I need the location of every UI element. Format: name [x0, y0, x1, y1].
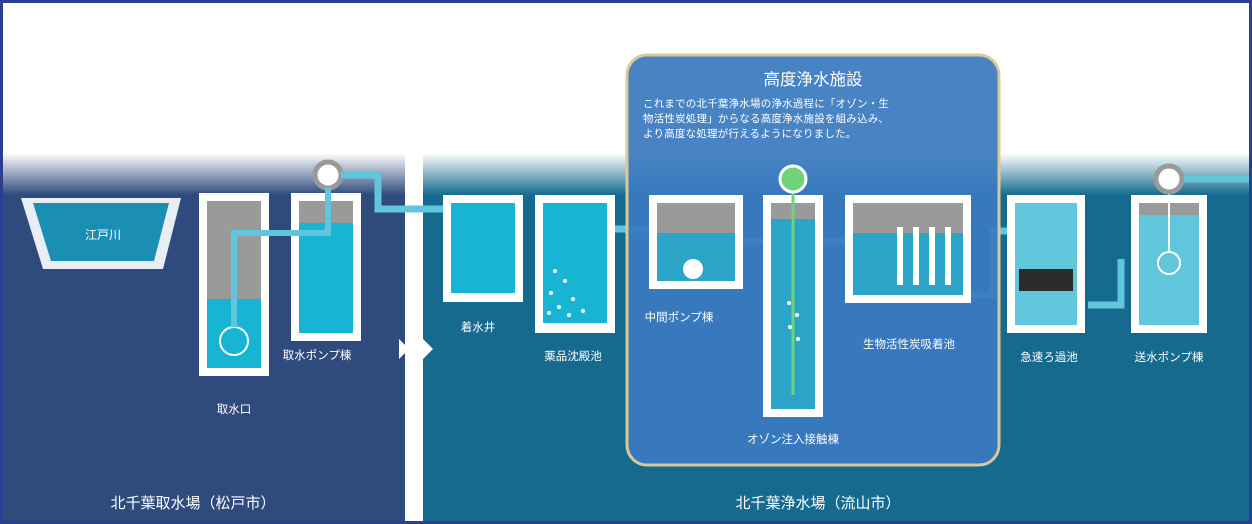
plant-title: 北千葉浄水場（流山市）: [735, 494, 900, 512]
divider-arrow-left: [399, 339, 409, 359]
distribution-pump-valve-icon: [1153, 163, 1185, 195]
ozone-bubble: [796, 337, 800, 341]
rapid-filter-label: 急速ろ過池: [1020, 350, 1078, 364]
sediment-particle: [549, 291, 553, 295]
bio-carbon-water: [853, 233, 963, 295]
ozone-generator-icon: [778, 164, 808, 194]
sediment-particle: [581, 309, 585, 313]
sediment-particle: [547, 311, 551, 315]
carbon-filter-column: [897, 227, 903, 285]
carbon-filter-column: [945, 227, 951, 285]
sedimentation-water: [543, 203, 607, 323]
bio-carbon-label: 生物活性炭吸着池: [863, 337, 955, 351]
intake-pump-valve-icon: [312, 159, 344, 191]
river-water: [33, 203, 169, 261]
ozone-bubble: [788, 325, 792, 329]
ozone-contact-label: オゾン注入接触棟: [747, 432, 839, 446]
intermediate-pump-label: 中間ポンプ棟: [645, 310, 714, 324]
description-line: これまでの北千葉浄水場の浄水過程に「オゾン・生: [643, 98, 890, 110]
distribution-pump-label: 送水ポンプ棟: [1135, 350, 1204, 364]
bio-carbon-air: [853, 203, 963, 233]
advanced-treatment-title: 高度浄水施設: [764, 70, 863, 89]
water-treatment-diagram: 江戸川 取水口 取水ポンプ棟 着水井 薬品沈殿池 高度浄水施設 中間ポンプ棟: [3, 53, 1249, 521]
receiving-well-label: 着水井: [461, 320, 496, 334]
intake-station-title: 北千葉取水場（松戸市）: [110, 494, 275, 512]
sediment-particle: [557, 305, 561, 309]
carbon-filter-column: [929, 227, 935, 285]
sedimentation-label: 薬品沈殿池: [544, 349, 602, 363]
distribution-bulb-icon: [1157, 251, 1181, 275]
filter-out-pipe: [1088, 259, 1125, 309]
transfer-pipe: [341, 171, 473, 213]
description-line: より高度な処理が行えるようになりました。: [643, 128, 857, 140]
sediment-particle: [553, 269, 557, 273]
receiving-well-water: [451, 203, 515, 293]
description-line: 物活性炭処理」からなる高度浄水施設を組み込み、: [643, 113, 890, 125]
river-label: 江戸川: [85, 228, 121, 242]
intake-pump-label: 取水ポンプ棟: [283, 348, 352, 362]
carbon-filter-column: [913, 227, 919, 285]
filter-media: [1019, 269, 1073, 291]
advanced-treatment-description: これまでの北千葉浄水場の浄水過程に「オゾン・生 物活性炭処理」からなる高度浄水施…: [643, 97, 993, 142]
ozone-bubble: [795, 313, 799, 317]
sediment-particle: [563, 279, 567, 283]
intake-pipe: [231, 188, 331, 327]
intermediate-pump-icon: [683, 259, 703, 279]
intake-label: 取水口: [217, 402, 252, 416]
intake-pump-water: [299, 223, 353, 333]
divider-arrow-right: [423, 339, 433, 359]
rapid-filter-water: [1015, 203, 1077, 325]
ozone-bubble: [787, 301, 791, 305]
sediment-particle: [567, 313, 571, 317]
sediment-particle: [571, 297, 575, 301]
intermediate-pump-air: [657, 203, 735, 233]
